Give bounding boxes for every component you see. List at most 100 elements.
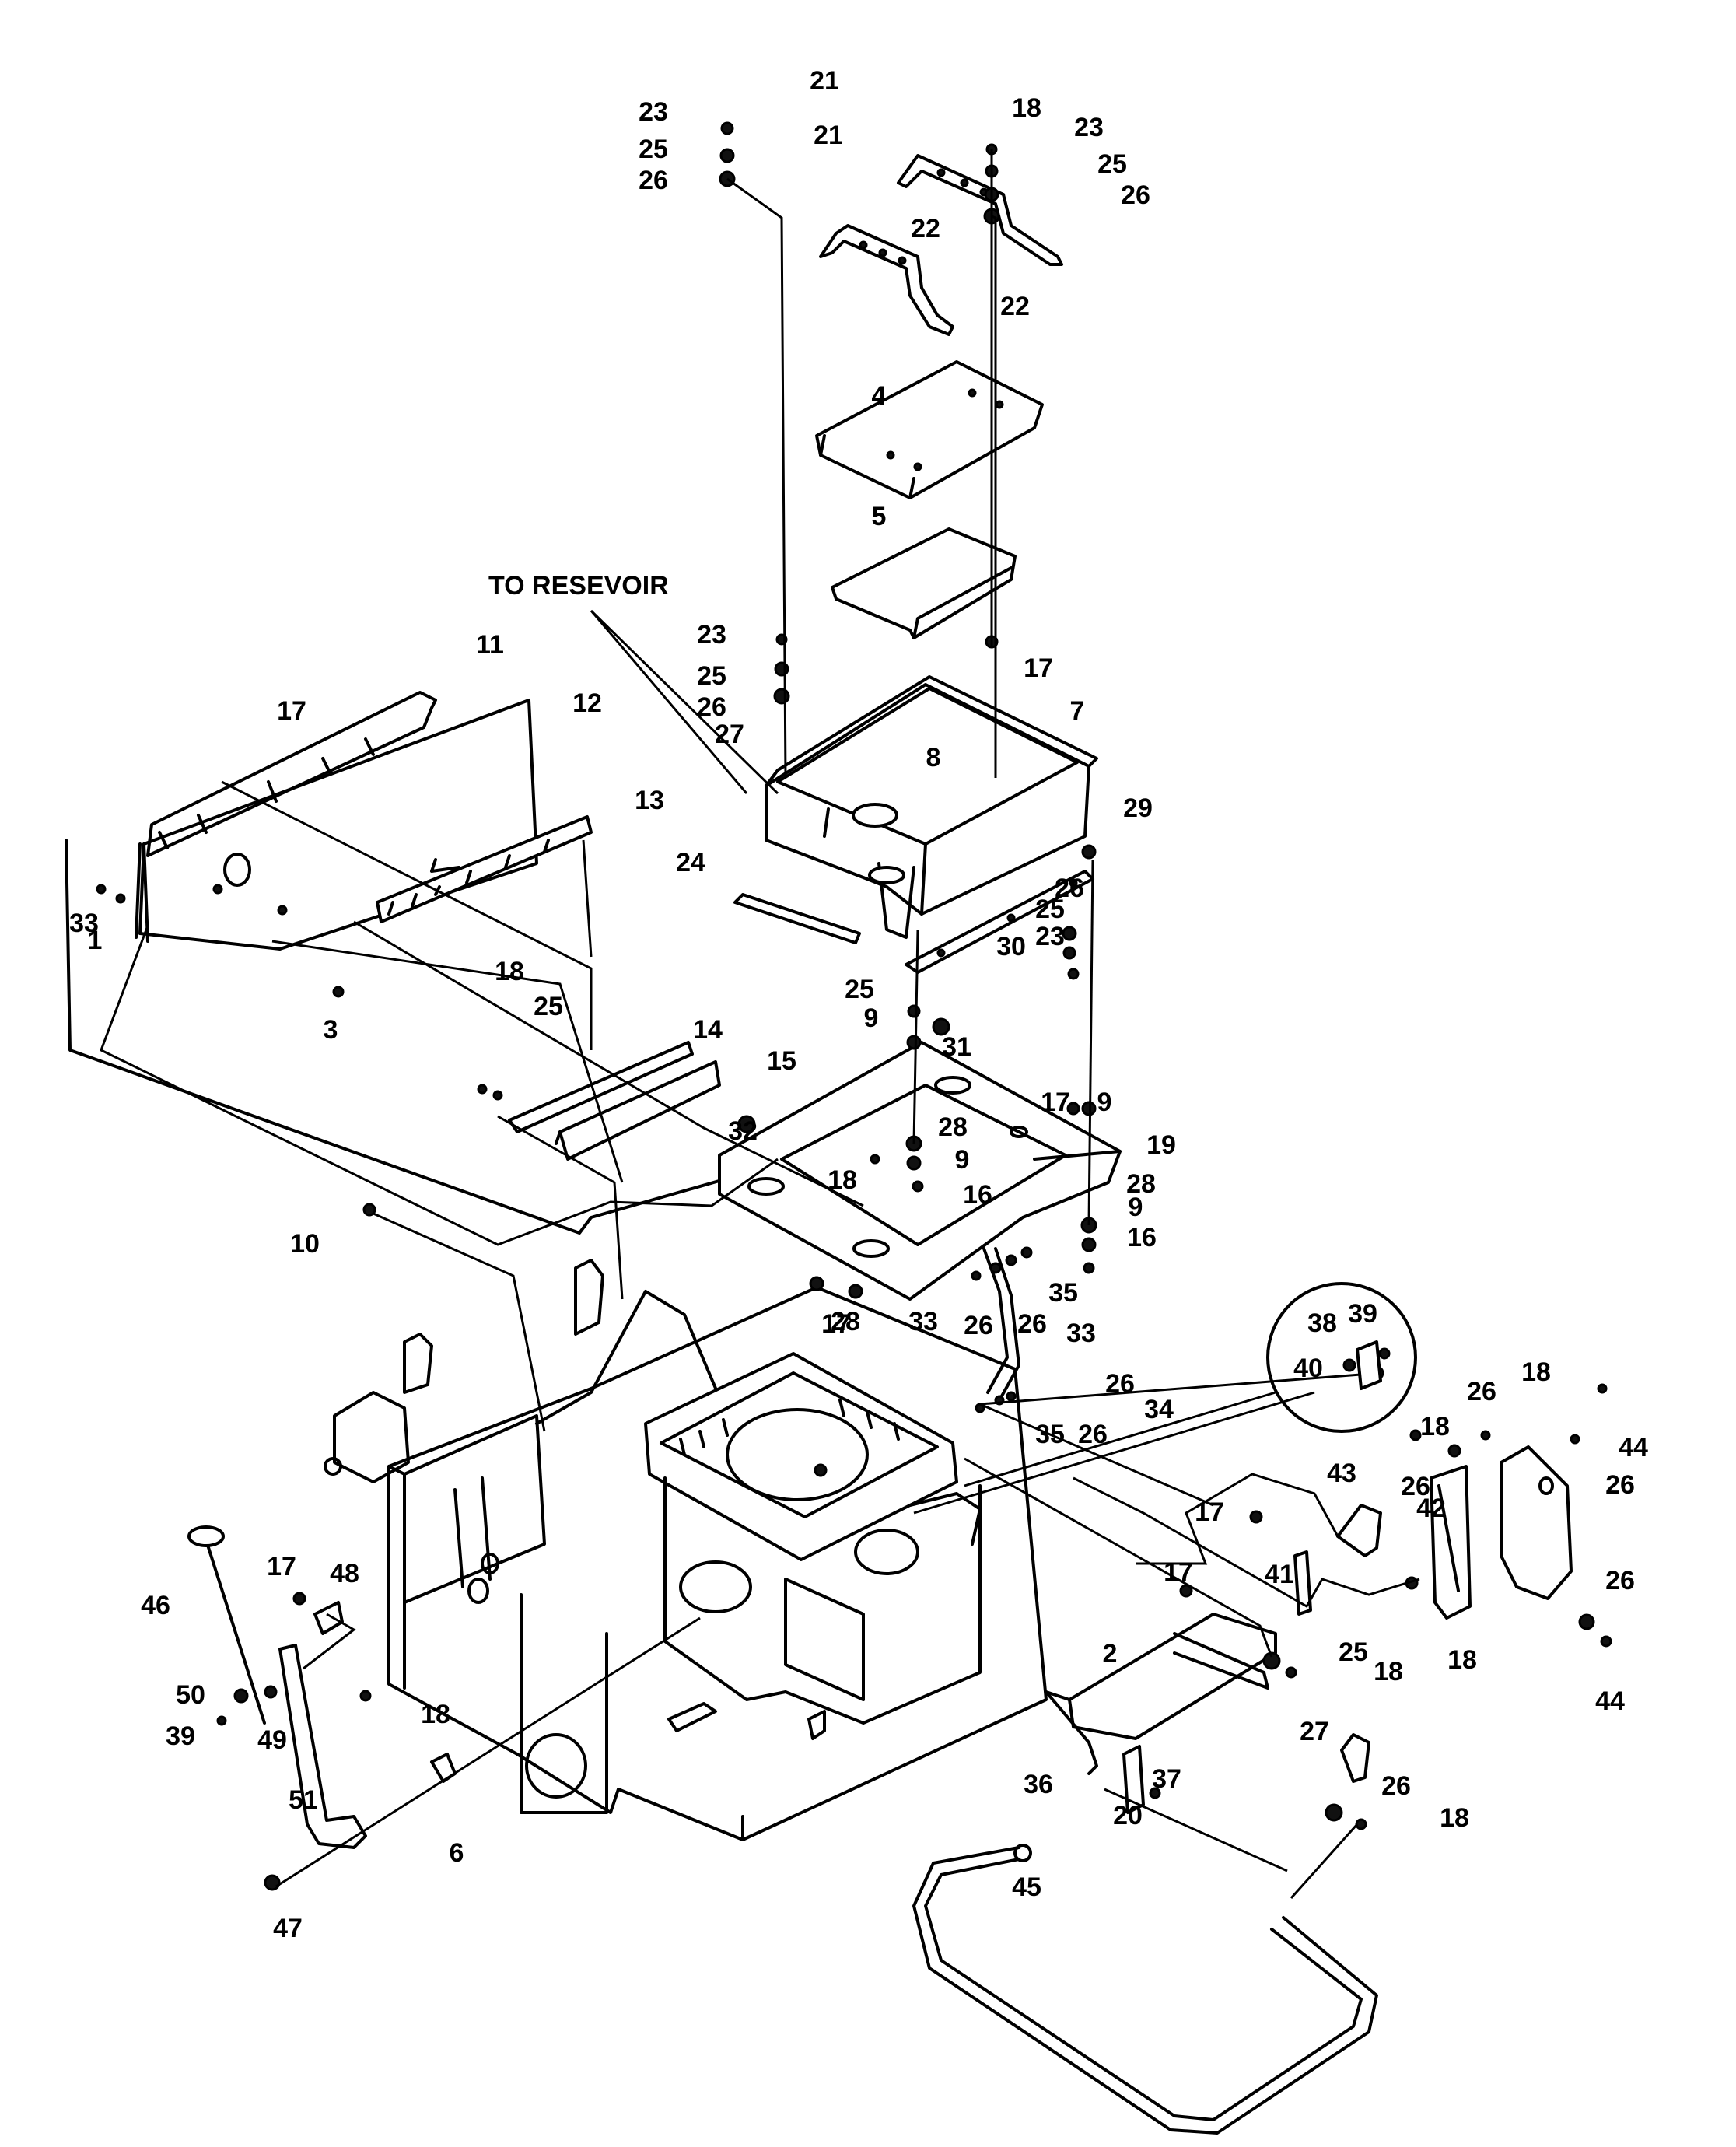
callout-label: 5 — [872, 502, 887, 531]
callout-label: 42 — [1416, 1494, 1446, 1523]
callout-labels: TO RESEVOIR 2325262122211823252622451723… — [69, 66, 1648, 1943]
callout-label: 18 — [1440, 1803, 1469, 1833]
bracket-21-left — [819, 224, 954, 336]
callout-label: 18 — [1012, 93, 1041, 123]
callout-label: 35 — [1048, 1278, 1078, 1308]
dipstick-46 — [187, 1525, 266, 1725]
chassis-frame — [324, 1259, 1048, 1841]
callout-label: 17 — [277, 696, 306, 726]
bracket-43 — [1336, 1504, 1382, 1557]
callout-label: 18 — [421, 1700, 450, 1729]
leader-lines — [100, 149, 1420, 1900]
callout-label: 25 — [534, 992, 563, 1021]
tank-support-19 — [718, 1041, 1122, 1301]
callout-label: 21 — [814, 121, 843, 150]
callout-label: 26 — [1121, 180, 1150, 210]
callout-label: 31 — [942, 1032, 971, 1062]
callout-label: 17 — [1164, 1557, 1193, 1587]
callout-label: 25 — [1339, 1637, 1368, 1667]
handle-45 — [912, 1844, 1378, 2135]
callout-label: 21 — [810, 66, 839, 96]
callout-label: 51 — [289, 1785, 318, 1815]
callout-label: 20 — [1113, 1801, 1143, 1830]
callout-label: 16 — [963, 1180, 992, 1210]
callout-label: 25 — [845, 975, 874, 1004]
callout-label: 27 — [715, 720, 744, 749]
callout-label: 39 — [166, 1721, 195, 1751]
callout-label: 11 — [476, 630, 504, 660]
callout-label: 15 — [767, 1046, 796, 1076]
callout-label: 26 — [1605, 1470, 1635, 1500]
bracket-37 — [1122, 1745, 1145, 1814]
callout-label: 37 — [1152, 1764, 1181, 1794]
callout-label: 23 — [697, 620, 726, 650]
callout-label: 17 — [1024, 653, 1053, 683]
callout-label: 2 — [1103, 1639, 1118, 1669]
callout-label: 10 — [290, 1229, 320, 1259]
callout-label: 48 — [330, 1559, 359, 1588]
strap-24 — [733, 893, 861, 944]
callout-label: 26 — [1017, 1309, 1047, 1339]
callout-label: 12 — [572, 688, 602, 718]
bracket-21-right — [897, 154, 1063, 266]
callout-label: 14 — [693, 1015, 723, 1045]
callout-label: 30 — [996, 932, 1026, 961]
callout-label: 18 — [1420, 1412, 1450, 1441]
detail-circle — [964, 1282, 1417, 1487]
callout-label: 32 — [728, 1116, 758, 1146]
angle-11 — [146, 691, 437, 857]
callout-label: 44 — [1595, 1686, 1625, 1716]
callout-label: 26 — [1605, 1566, 1635, 1595]
callout-label: 17 — [267, 1552, 296, 1581]
callout-label: 43 — [1327, 1459, 1356, 1488]
callout-label: 18 — [1521, 1357, 1551, 1387]
callout-label: 26 — [1381, 1771, 1411, 1801]
callout-label: 23 — [639, 97, 668, 127]
callout-label: 3 — [324, 1015, 338, 1045]
callout-label: 34 — [1144, 1395, 1174, 1424]
callout-label: 33 — [908, 1307, 938, 1336]
callout-label: 16 — [1127, 1223, 1157, 1252]
mounting-plate-5 — [831, 527, 1017, 639]
callout-label: 19 — [1146, 1130, 1176, 1160]
block-6 — [430, 1753, 457, 1783]
callout-label: 25 — [639, 135, 668, 164]
callout-label: 4 — [872, 381, 887, 411]
callout-label: 47 — [273, 1914, 303, 1943]
callout-label: 9 — [1129, 1193, 1143, 1222]
bracket-2 — [1045, 1613, 1277, 1775]
callout-label: 45 — [1012, 1872, 1041, 1902]
callout-label: 35 — [1035, 1420, 1065, 1449]
callout-label: 46 — [141, 1591, 170, 1620]
callout-label: 26 — [697, 692, 726, 722]
callout-label: 22 — [911, 214, 940, 243]
bracket-41 — [1293, 1550, 1312, 1616]
engine — [644, 1352, 982, 1725]
callout-label: 25 — [1035, 895, 1065, 924]
callout-label: 25 — [697, 661, 726, 691]
callout-label: 6 — [450, 1838, 464, 1868]
callout-label: 26 — [1078, 1420, 1108, 1449]
callout-label: 39 — [1348, 1299, 1377, 1329]
callout-label: 26 — [1055, 874, 1084, 903]
callout-label: 17 — [1041, 1088, 1070, 1117]
callout-label: 18 — [1374, 1657, 1403, 1686]
callout-label: 7 — [1070, 696, 1085, 726]
callout-label: 26 — [1467, 1377, 1496, 1406]
callout-label: 28 — [1126, 1169, 1156, 1199]
panel-42 — [1430, 1465, 1472, 1620]
callout-label: 38 — [1307, 1308, 1337, 1338]
callout-label: 23 — [1074, 113, 1104, 142]
callout-label: 18 — [495, 957, 524, 986]
callout-label: 28 — [831, 1307, 860, 1336]
callout-label: 41 — [1265, 1560, 1294, 1589]
side-panel-44 — [1500, 1445, 1573, 1600]
callout-label: 9 — [955, 1145, 970, 1175]
tube-51 — [278, 1644, 367, 1849]
callout-label: 26 — [964, 1311, 993, 1340]
callout-label: 18 — [828, 1165, 857, 1195]
callout-label: 17 — [821, 1309, 851, 1339]
callout-label: 17 — [1195, 1497, 1224, 1527]
callout-label: 26 — [639, 166, 668, 195]
